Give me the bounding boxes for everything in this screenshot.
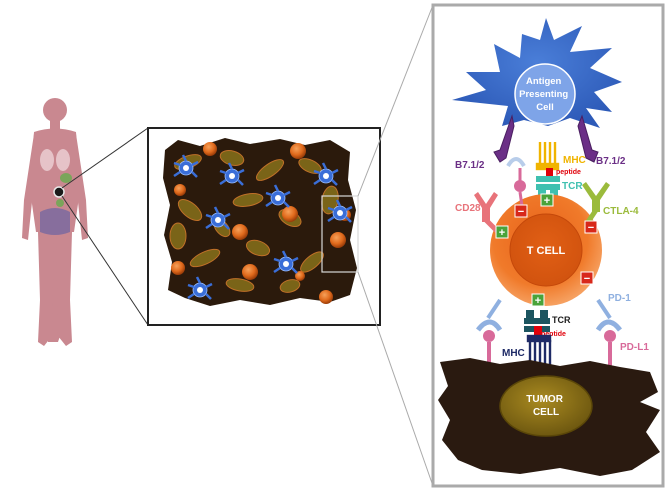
- signal-minus-right: −: [584, 220, 598, 234]
- zoom-region-marker: [321, 195, 359, 273]
- svg-text:TUMOR CELL: TUMOR CELL: [526, 394, 565, 418]
- signal-minus-top-left: −: [514, 204, 528, 218]
- peptide-bottom: [534, 326, 542, 336]
- zoom-lines-tissue: [357, 4, 434, 487]
- svg-text:+: +: [535, 295, 541, 307]
- peptide-top: [546, 168, 553, 176]
- human-body-silhouette: [22, 98, 88, 346]
- tumor-tissue: [163, 138, 357, 306]
- apc-label-line3: Cell: [536, 102, 553, 113]
- b7-left-molecule: [493, 114, 515, 163]
- svg-text:+: +: [544, 195, 550, 207]
- cd28-receptor: [474, 192, 498, 222]
- b7-left-label: B7.1/2: [455, 160, 485, 171]
- apc-label-line2: Presenting: [519, 89, 568, 100]
- pd1-receptor-right: [595, 298, 622, 332]
- signal-minus-pd1: −: [580, 271, 594, 285]
- cd28-label: CD28: [455, 203, 481, 214]
- signal-plus-bottom: +: [531, 293, 545, 307]
- tumor-label-line1: TUMOR: [526, 394, 563, 405]
- tcr-top-label: TCR: [562, 181, 583, 192]
- tumor-location-marker: [53, 186, 65, 198]
- pdl1-ligand-right: [604, 330, 616, 366]
- svg-text:−: −: [584, 273, 590, 285]
- mhc-top-label: MHC: [563, 155, 586, 166]
- apc-pink-receptor: [506, 157, 526, 207]
- svg-text:+: +: [499, 227, 505, 239]
- pd1-receptor-left: [476, 298, 503, 332]
- pd1-label: PD-1: [608, 293, 631, 304]
- zoom-lines-body: [61, 127, 149, 326]
- apc-label-line1: Antigen: [526, 76, 562, 87]
- peptide-bottom-label: peptide: [541, 331, 566, 338]
- peptide-top-label: peptide: [556, 169, 581, 176]
- svg-text:−: −: [588, 222, 594, 234]
- svg-text:Antigen Presenting: Antigen Presenting Cell: [519, 76, 571, 113]
- signal-plus-top: +: [540, 193, 554, 207]
- pdl1-label: PD-L1: [620, 342, 649, 353]
- t-cell: T CELL: [490, 194, 602, 306]
- ctla4-label: CTLA-4: [603, 206, 639, 217]
- signal-plus-left: +: [495, 225, 509, 239]
- ctla4-stalk: [585, 208, 599, 224]
- b7-right-molecule: [577, 114, 599, 163]
- antigen-presenting-cell: Antigen Presenting Cell: [452, 18, 622, 128]
- tumor-cell: TUMOR CELL: [438, 358, 660, 476]
- b7-right-label: B7.1/2: [596, 156, 626, 167]
- tumor-label-line2: CELL: [533, 407, 559, 418]
- svg-text:−: −: [518, 206, 524, 218]
- mhc-bottom-label: MHC: [502, 348, 525, 359]
- t-cell-label: T CELL: [527, 245, 566, 257]
- ctla4-receptor: [582, 182, 610, 212]
- tcr-bottom-label: TCR: [552, 315, 571, 325]
